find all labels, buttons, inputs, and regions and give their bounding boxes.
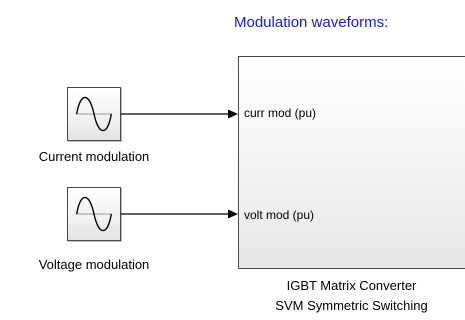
sine-wave-icon — [75, 96, 113, 132]
current-modulation-block[interactable] — [67, 87, 121, 141]
converter-title-line1: IGBT Matrix Converter — [286, 278, 417, 293]
arrowhead-icon — [228, 209, 238, 219]
curr-mod-port-label: curr mod (pu) — [244, 106, 317, 120]
arrowhead-icon — [228, 109, 238, 119]
curr-mod-signal-line[interactable] — [121, 109, 238, 119]
igbt-matrix-converter-block[interactable] — [238, 56, 465, 269]
volt-mod-port-label: volt mod (pu) — [244, 208, 315, 222]
modulation-waveforms-annotation: Modulation waveforms: — [234, 14, 389, 31]
voltage-modulation-block[interactable] — [67, 187, 121, 241]
sine-wave-icon — [75, 196, 113, 232]
converter-title-line2: SVM Symmetric Switching — [275, 298, 428, 313]
current-modulation-label: Current modulation — [38, 149, 150, 164]
voltage-modulation-label: Voltage modulation — [38, 257, 150, 272]
volt-mod-signal-line[interactable] — [121, 209, 238, 219]
